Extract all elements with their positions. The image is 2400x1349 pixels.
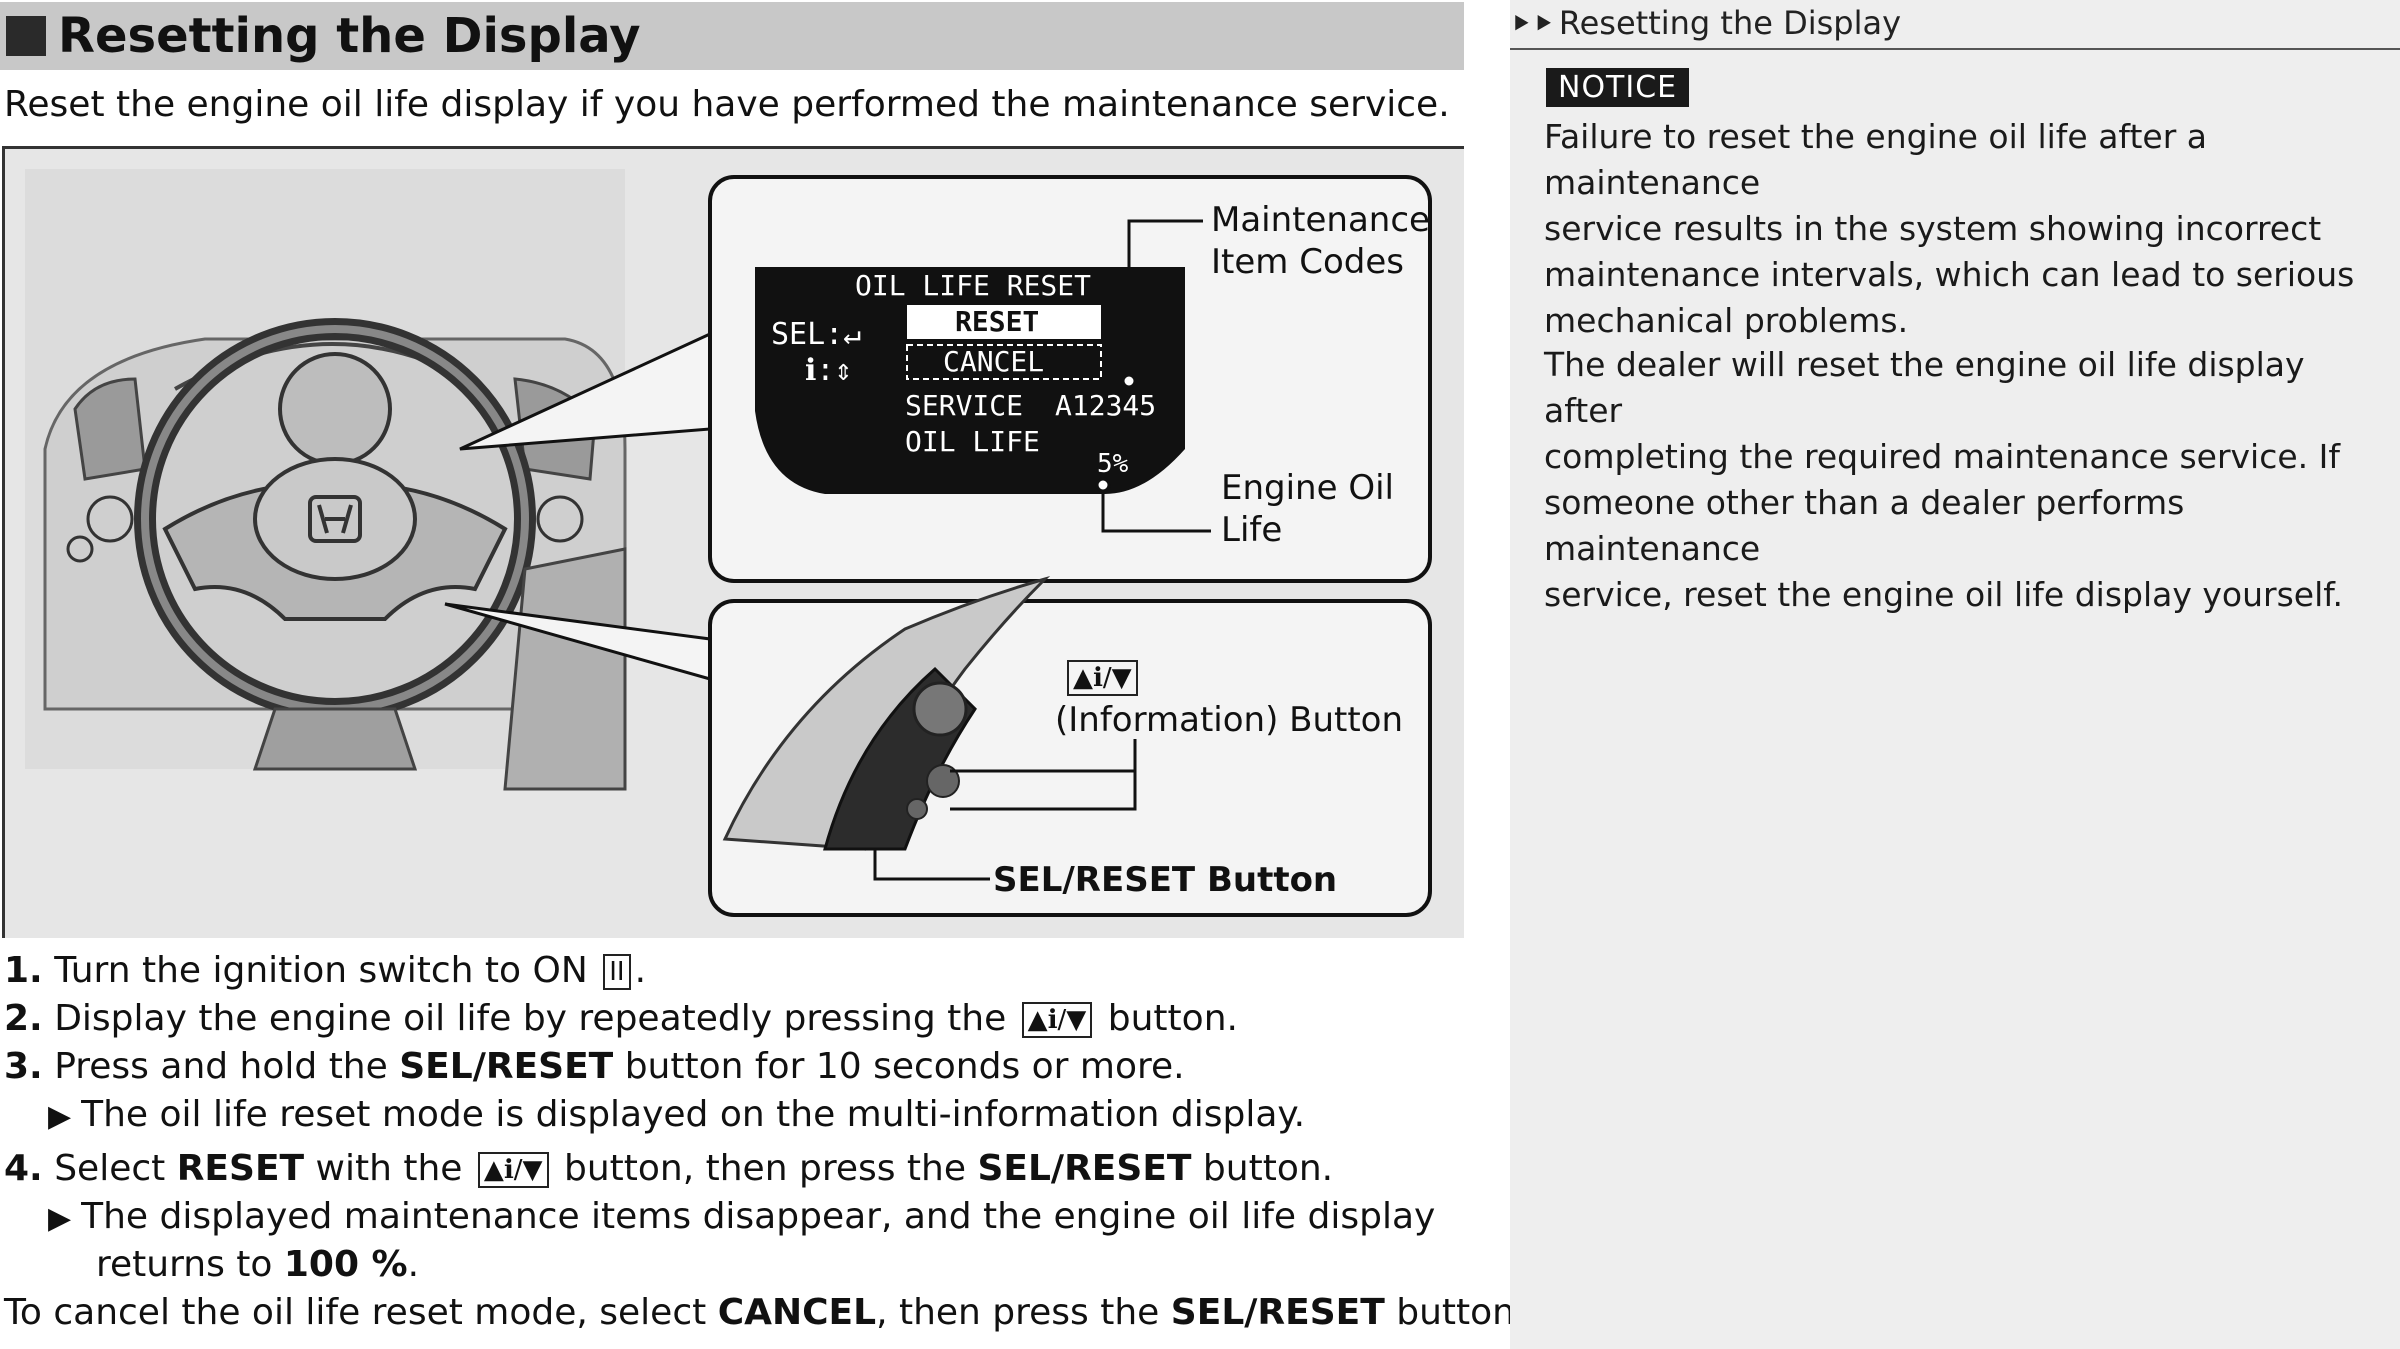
step-4-result-end: . bbox=[407, 1244, 420, 1285]
dealer-line: service, reset the engine oil life displ… bbox=[1544, 575, 2343, 614]
cancel-keyword: CANCEL bbox=[717, 1292, 877, 1333]
dashboard-illustration: OIL LIFE RESET SEL:↵ ℹ:⇕ RESET CANCEL SE… bbox=[2, 146, 1464, 938]
mid-oil-life-label: OIL LIFE bbox=[905, 425, 1040, 458]
notice-badge: NOTICE bbox=[1546, 68, 1690, 107]
section-title-bar: Resetting the Display bbox=[0, 2, 1464, 70]
mid-cancel-option: CANCEL bbox=[943, 345, 1045, 378]
step-4-result-text-a: returns to bbox=[96, 1244, 273, 1285]
step-3-number: 3. bbox=[4, 1046, 43, 1087]
result-arrow-icon: ▶ bbox=[48, 1099, 72, 1134]
step-3-text-a: Press and hold the bbox=[54, 1046, 388, 1087]
info-button-icon: ▲ℹ/▼ bbox=[1021, 1002, 1093, 1038]
step-2-text: Display the engine oil life by repeatedl… bbox=[54, 998, 1007, 1039]
mid-sel-label: SEL:↵ bbox=[771, 317, 862, 352]
cancel-text-c: , then press the bbox=[876, 1292, 1160, 1333]
voice-button-icon bbox=[912, 681, 968, 737]
step-1: 1. Turn the ignition switch to ON II. bbox=[4, 950, 646, 991]
step-3: 3. Press and hold the SEL/RESET button f… bbox=[4, 1046, 1185, 1087]
step-4-sel-reset: SEL/RESET bbox=[977, 1148, 1192, 1189]
mid-reset-option: RESET bbox=[955, 305, 1040, 338]
notice-line: mechanical problems. bbox=[1544, 301, 1909, 340]
leader-info-button bbox=[950, 769, 1137, 811]
mid-service-label: SERVICE bbox=[905, 389, 1024, 422]
title-marker-icon bbox=[6, 16, 46, 56]
step-4: 4. Select RESET with the ▲ℹ/▼ button, th… bbox=[4, 1148, 1333, 1189]
cancel-text-a: To cancel the oil life reset mode, selec… bbox=[4, 1292, 707, 1333]
cancel-sel-reset: SEL/RESET bbox=[1170, 1292, 1385, 1333]
step-3-result: ▶ The oil life reset mode is displayed on… bbox=[48, 1094, 1305, 1135]
double-chevron-icon: ⯈⯈ bbox=[1510, 8, 1555, 41]
sidebar-heading-text: Resetting the Display bbox=[1558, 4, 1902, 42]
dealer-paragraph: The dealer will reset the engine oil lif… bbox=[1544, 342, 2374, 618]
step-3-text-c: button for 10 seconds or more. bbox=[624, 1046, 1185, 1087]
label-engine-oil-life: Engine Oil Life bbox=[1221, 468, 1394, 550]
notice-line: maintenance intervals, which can lead to… bbox=[1544, 255, 2355, 294]
sel-reset-button-icon bbox=[906, 798, 928, 820]
honda-logo-icon bbox=[308, 495, 362, 543]
sidebar-heading: ⯈⯈Resetting the Display bbox=[1510, 4, 2400, 50]
left-vent bbox=[73, 377, 147, 481]
label-info-button-glyph: ▲ℹ/▼ bbox=[1063, 655, 1142, 697]
center-console bbox=[503, 547, 627, 791]
step-2: 2. Display the engine oil life by repeat… bbox=[4, 998, 1238, 1039]
step-2-number: 2. bbox=[4, 998, 43, 1039]
result-arrow-icon: ▶ bbox=[48, 1201, 72, 1236]
dealer-line: The dealer will reset the engine oil lif… bbox=[1544, 345, 2305, 430]
step-4-text-f: button. bbox=[1202, 1148, 1334, 1189]
step-1-end: . bbox=[634, 950, 647, 991]
cancel-text-e: button. bbox=[1396, 1292, 1527, 1333]
step-4-text-c: with the bbox=[315, 1148, 463, 1189]
label-information-button: (Information) Button bbox=[1055, 700, 1404, 740]
info-button-glyph-icon: ▲ℹ/▼ bbox=[1067, 659, 1138, 696]
info-button-icon: ▲ℹ/▼ bbox=[477, 1152, 549, 1188]
step-3-result-text: The oil life reset mode is displayed on … bbox=[81, 1094, 1306, 1135]
leader-maintenance-codes bbox=[1127, 219, 1203, 377]
steering-column bbox=[252, 707, 418, 771]
step-4-text-d: button, then press the bbox=[564, 1148, 967, 1189]
mid-oil-life-value: 5% bbox=[1097, 449, 1129, 479]
leader-sel-reset-button bbox=[873, 849, 990, 881]
dashboard-drawing bbox=[25, 169, 1432, 917]
dealer-line: someone other than a dealer performs mai… bbox=[1544, 483, 2185, 568]
step-1-text: Turn the ignition switch to ON bbox=[54, 950, 588, 991]
step-4-reset: RESET bbox=[176, 1148, 305, 1189]
mid-heading: OIL LIFE RESET bbox=[855, 269, 1092, 302]
step-1-number: 1. bbox=[4, 950, 43, 991]
cancel-instruction: To cancel the oil life reset mode, selec… bbox=[4, 1292, 1526, 1333]
dealer-line: completing the required maintenance serv… bbox=[1544, 437, 2340, 476]
cluster-gauge bbox=[278, 352, 392, 466]
intro-text: Reset the engine oil life display if you… bbox=[4, 84, 1450, 125]
label-sel-reset-button: SEL/RESET Button bbox=[993, 860, 1338, 900]
step-4-result: ▶ The displayed maintenance items disappe… bbox=[48, 1196, 1435, 1237]
step-4-result-cont: returns to 100 %. bbox=[96, 1244, 419, 1285]
ignition-on-icon: II bbox=[603, 954, 631, 990]
reset-option-box bbox=[907, 305, 1101, 339]
notice-paragraph: Failure to reset the engine oil life aft… bbox=[1544, 114, 2374, 344]
mid-info-label: ℹ:⇕ bbox=[805, 353, 853, 388]
step-4-result-text: The displayed maintenance items disappea… bbox=[81, 1196, 1436, 1237]
label-maintenance-item-codes: Maintenance Item Codes bbox=[1211, 200, 1430, 282]
cancel-option-box bbox=[906, 344, 1102, 380]
step-3-sel-reset: SEL/RESET bbox=[399, 1046, 614, 1087]
step-2-end: button. bbox=[1107, 998, 1238, 1039]
step-4-result-value: 100 % bbox=[283, 1244, 408, 1285]
page-title: Resetting the Display bbox=[58, 8, 641, 64]
sidebar-notes: ⯈⯈Resetting the Display NOTICE Failure t… bbox=[1510, 0, 2400, 1349]
notice-line: Failure to reset the engine oil life aft… bbox=[1544, 117, 2207, 202]
mid-service-code: A12345 bbox=[1055, 389, 1157, 422]
step-4-text-a: Select bbox=[54, 1148, 166, 1189]
notice-line: service results in the system showing in… bbox=[1544, 209, 2322, 248]
step-4-number: 4. bbox=[4, 1148, 43, 1189]
info-button-icon bbox=[926, 764, 960, 798]
